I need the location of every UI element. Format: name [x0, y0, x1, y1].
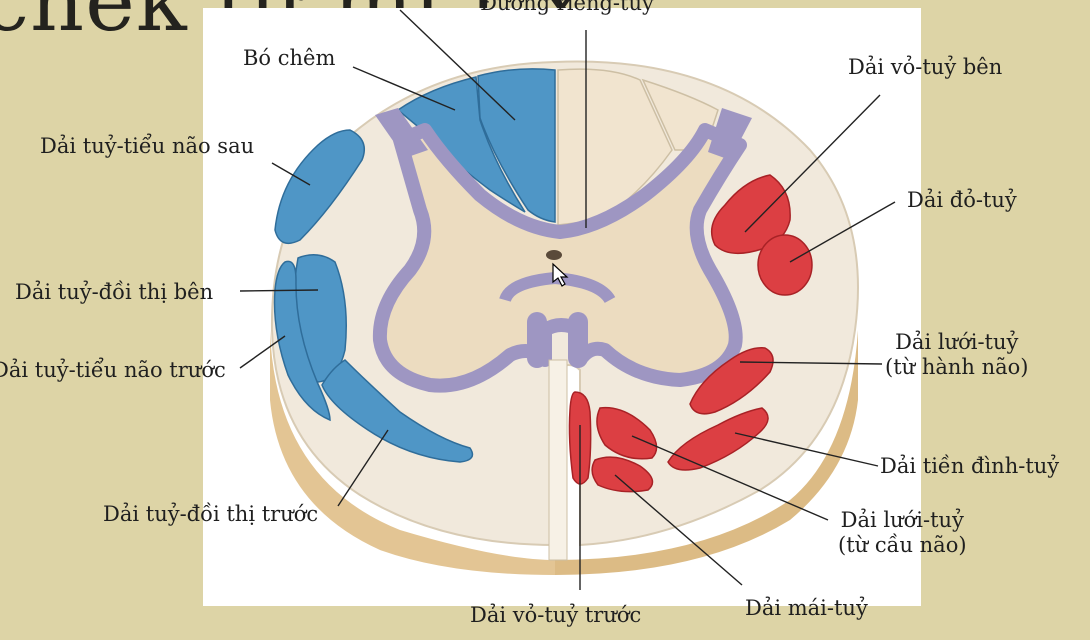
label-dai-vo-tuy-truoc: Dải vỏ-tuỷ trước — [470, 603, 642, 627]
ventral-horn-left — [527, 312, 547, 368]
label-dai-luoi-tuy-cau-nao-line2: (từ cầu não) — [838, 533, 967, 558]
label-dai-tuy-doi-thi-truoc: Dải tuỷ-đồi thị trước — [103, 502, 319, 526]
mouse-cursor-icon — [552, 262, 569, 287]
pontine-reticulospinal-tract — [596, 406, 658, 460]
vestibulospinal-tract — [667, 407, 769, 471]
rubrospinal-tract — [757, 234, 813, 296]
leader-tien-dinh-tuy — [734, 432, 879, 467]
ventral-horn-right — [568, 312, 588, 368]
label-dai-tien-dinh-tuy: Dải tiền đình-tuỷ — [880, 454, 1060, 478]
diagram-panel — [203, 8, 921, 606]
leader-tuy-doi-thi-truoc — [337, 429, 389, 507]
fasciculus-gracilis — [477, 68, 556, 223]
label-dai-mai-tuy: Dải mái-tuỷ — [745, 596, 868, 620]
label-dai-luoi-tuy-hanh-nao-line1: Dải lưới-tuỷ — [895, 330, 1019, 354]
cord-side-wall — [270, 330, 555, 575]
leader-tuy-tieu-nao-sau — [271, 162, 311, 186]
medullary-reticulospinal-tract — [689, 347, 774, 415]
fasciculus-cuneatus — [396, 76, 526, 213]
label-dai-luoi-tuy-hanh-nao: Dải lưới-tuỷ (từ hành não) — [885, 330, 1028, 380]
label-dai-tuy-doi-thi-ben: Dải tuỷ-đồi thị bên — [15, 280, 214, 304]
posterior-spinocerebellar-tract — [274, 129, 365, 245]
label-dai-tuy-tieu-nao-sau: Dải tuỷ-tiểu não sau — [40, 134, 255, 158]
leader-vo-tuy-ben — [744, 94, 881, 233]
leader-luoi-tuy-hanh-nao — [739, 361, 883, 365]
label-dai-luoi-tuy-hanh-nao-line2: (từ hành não) — [885, 355, 1029, 380]
tectospinal-tract — [591, 456, 654, 493]
anterior-spinothalamic-tract — [321, 359, 474, 463]
spinal-cord-diagram — [239, 9, 896, 590]
lateral-corticospinal-tract — [710, 174, 791, 254]
label-dai-luoi-tuy-cau-nao: Dải lưới-tuỷ (từ cầu não) — [838, 508, 967, 558]
leader-title-line — [399, 9, 516, 121]
leader-mai-tuy — [614, 474, 743, 586]
leader-luoi-tuy-cau-nao — [631, 435, 829, 521]
leader-bo-chem — [352, 66, 456, 111]
label-duong-rieng-tuy: Đường riêng-tuỷ — [480, 0, 654, 15]
label-bo-chem: Bó chêm — [243, 46, 336, 70]
leader-tuy-doi-thi-ben — [239, 289, 319, 292]
dorsal-root-left — [375, 108, 428, 158]
dorsal-root-right — [708, 108, 752, 160]
label-dai-do-tuy: Dải đỏ-tuỷ — [907, 188, 1017, 212]
anterior-median-fissure — [548, 359, 568, 561]
label-dai-tuy-tieu-nao-truoc: Dải tuỷ-tiểu não trước — [0, 358, 226, 382]
central-canal — [546, 250, 562, 260]
leader-tuy-tieu-nao-truoc — [239, 335, 286, 369]
leader-do-tuy — [789, 201, 896, 263]
label-dai-vo-tuy-ben: Dải vỏ-tuỷ bên — [848, 55, 1003, 79]
cord-side-wall-right — [555, 330, 858, 575]
label-dai-luoi-tuy-cau-nao-line1: Dải lưới-tuỷ — [840, 508, 964, 532]
